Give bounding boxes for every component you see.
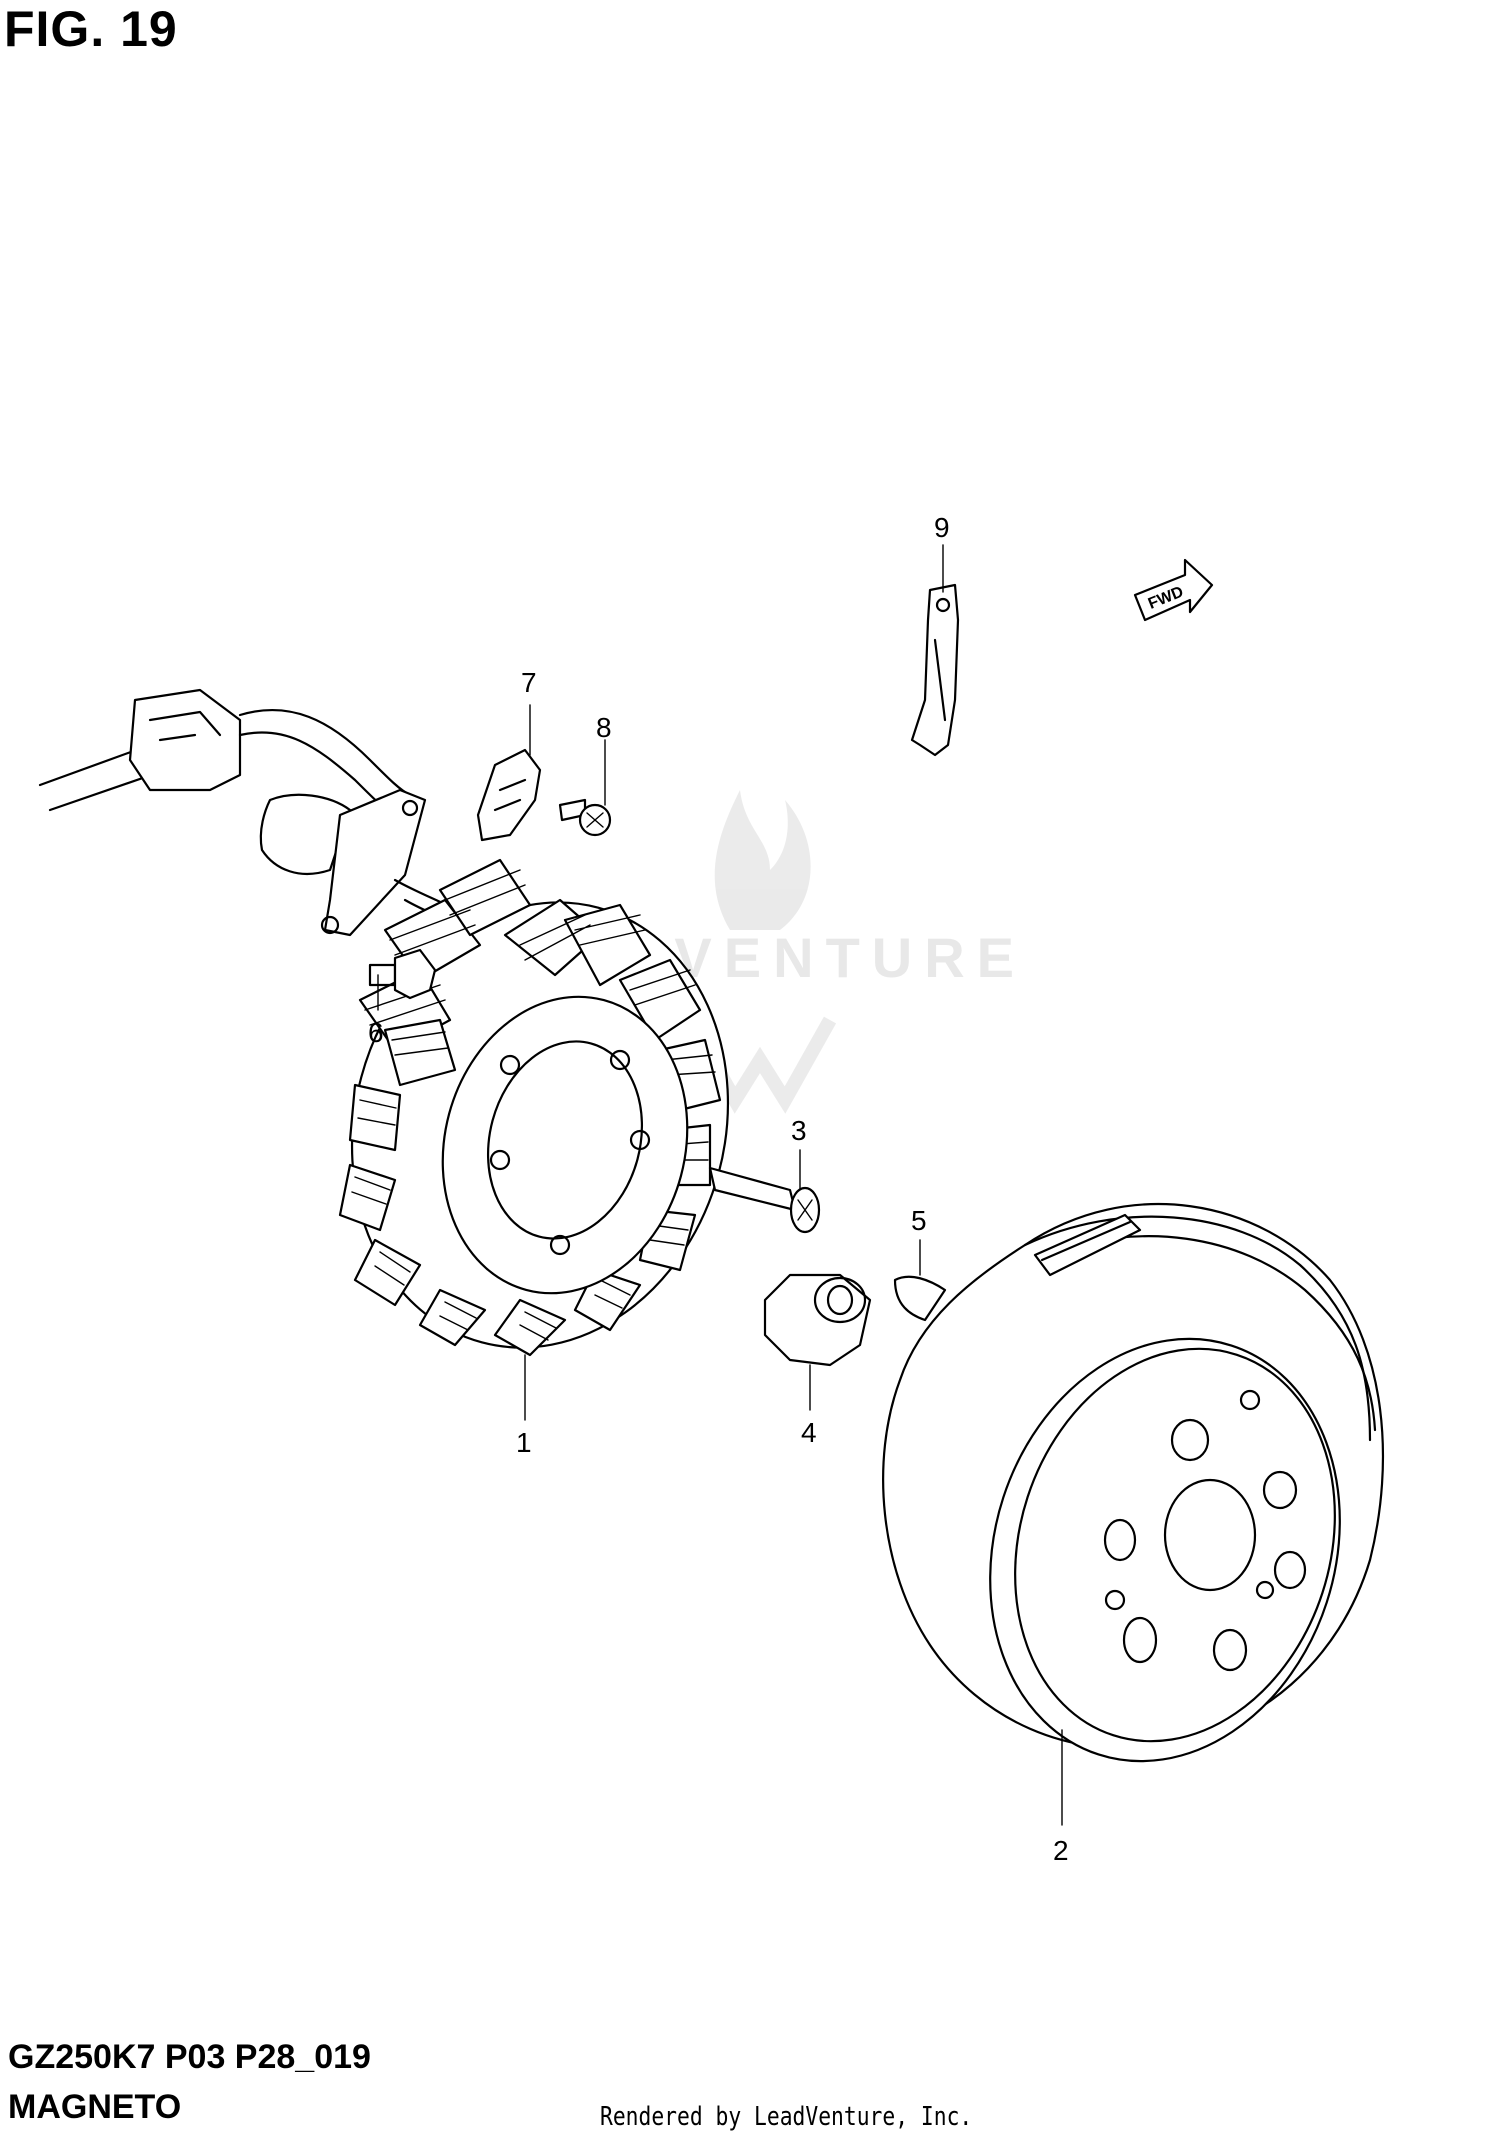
callout-labels: 1 2 3 4 5 6 7 8 9 — [368, 512, 1069, 1866]
callout-3[interactable]: 3 — [791, 1115, 807, 1146]
stator-assembly[interactable] — [38, 688, 777, 1390]
wire-strap[interactable] — [910, 583, 960, 757]
wire-clamp[interactable] — [476, 748, 542, 842]
woodruff-key[interactable] — [893, 1275, 947, 1322]
stator-bolt[interactable] — [368, 948, 437, 1000]
callout-7[interactable]: 7 — [521, 667, 537, 698]
callout-9[interactable]: 9 — [934, 512, 950, 543]
callout-8[interactable]: 8 — [596, 712, 612, 743]
callout-5[interactable]: 5 — [911, 1205, 927, 1236]
diagram-code: GZ250K7 P03 P28_019 — [8, 2038, 371, 2076]
callout-1[interactable]: 1 — [516, 1427, 532, 1458]
clamp-screw[interactable] — [558, 798, 612, 837]
diagram-name: MAGNETO — [8, 2088, 182, 2126]
render-credit: Rendered by LeadVenture, Inc. — [600, 2102, 973, 2132]
leader-lines — [377, 544, 1063, 1826]
callout-6[interactable]: 6 — [368, 1017, 384, 1048]
magneto-rotor[interactable] — [882, 1202, 1393, 1807]
rotor-bolt[interactable] — [708, 1166, 821, 1234]
callout-4[interactable]: 4 — [801, 1417, 817, 1448]
fwd-arrow-icon: FWD — [1133, 558, 1214, 622]
rotor-nut[interactable] — [763, 1273, 872, 1367]
figure-title: FIG. 19 — [4, 1, 178, 57]
callout-2[interactable]: 2 — [1053, 1835, 1069, 1866]
